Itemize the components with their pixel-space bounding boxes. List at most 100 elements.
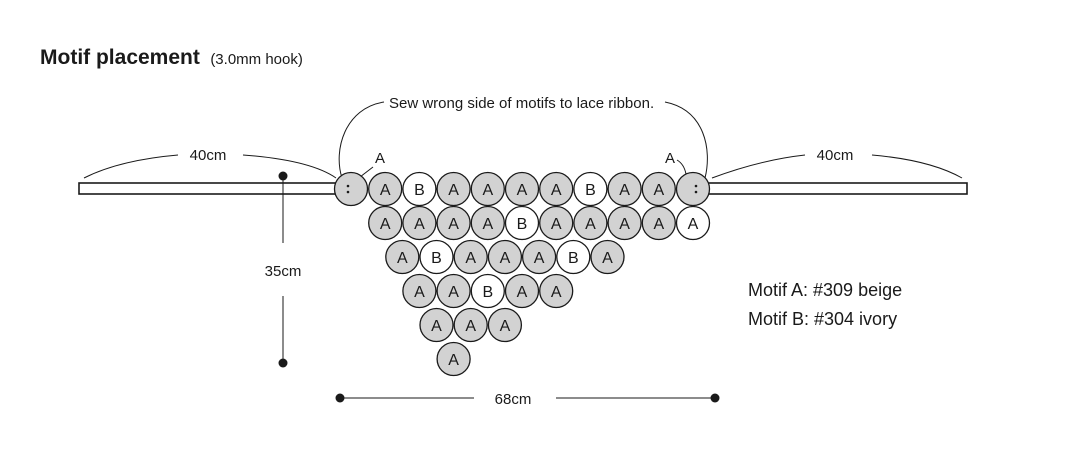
motif-label: B (414, 182, 425, 199)
motif-label: B (482, 284, 493, 301)
motif-a-r1-c3 (470, 205, 505, 241)
motif-a-r0-c3 (436, 171, 471, 207)
motif-label: A (414, 284, 425, 301)
motif-a-r4-c1 (453, 307, 488, 343)
motif-label: A (653, 216, 664, 233)
corner-stitch-mark (346, 184, 350, 188)
motif-b-r3-c2 (470, 273, 505, 309)
motif-a-r3-c0 (402, 273, 437, 309)
motif-label: A (448, 216, 459, 233)
motif-label: A (465, 250, 476, 267)
corner-leader-right (676, 159, 687, 175)
motif-label: A (465, 318, 476, 335)
note-arc-right (664, 101, 708, 179)
motif-label: A (551, 284, 562, 301)
hook-size-text: (3.0mm hook) (210, 51, 303, 68)
motif-label: A (397, 250, 408, 267)
motif-label: B (517, 216, 528, 233)
motif-label: A (448, 352, 459, 369)
motif-label: A (551, 182, 562, 199)
corner-label-right: A (665, 150, 675, 167)
corner-label-left: A (375, 150, 385, 167)
height-label: 35cm (265, 263, 302, 280)
height-dot-bottom (278, 358, 288, 368)
motif-a-r1-c6 (573, 205, 608, 241)
ribbon-left-arc-end (242, 154, 337, 179)
motif-label: A (688, 216, 699, 233)
motif-a-r3-c4 (539, 273, 574, 309)
motif-a-r2-c4 (521, 239, 557, 275)
motif-label: A (653, 182, 664, 199)
ribbon-left (78, 182, 340, 195)
motif-label: B (568, 250, 579, 267)
motif-label: A (500, 250, 511, 267)
motif-a-r0-c1 (368, 171, 403, 207)
motif-label: A (551, 216, 562, 233)
motif-a-r2-c3 (487, 239, 523, 275)
motif-label: B (431, 250, 442, 267)
motif-a-r0-c8 (607, 171, 642, 207)
motif-a-r4-c2 (487, 307, 523, 343)
motif-label: A (602, 250, 613, 267)
motif-a-r1-c2 (436, 205, 471, 241)
ribbon-left-arc-start (83, 154, 179, 179)
motif-corner-r0-c0 (333, 171, 369, 207)
motif-b-r0-c7 (573, 171, 608, 207)
motif-label: A (414, 216, 425, 233)
legend-motif-b: Motif B: #304 ivory (748, 309, 897, 329)
motif-label: A (431, 318, 442, 335)
legend-motif-a: Motif A: #309 beige (748, 280, 902, 300)
motif-a-r1-c8 (641, 205, 676, 241)
motif-a-r0-c4 (470, 171, 505, 207)
motif-label: A (585, 216, 596, 233)
motif-a-r2-c0 (385, 239, 420, 275)
ribbon-right-arc-end (871, 154, 963, 179)
motif-a-r4-c0 (419, 307, 454, 343)
motif-label: A (500, 318, 511, 335)
motif-label: A (619, 216, 630, 233)
ribbon-right-length: 40cm (817, 147, 854, 164)
ribbon-right-arc-start (711, 154, 806, 179)
motif-label: A (517, 182, 528, 199)
motif-a-r1-c7 (607, 205, 642, 241)
motif-label: A (517, 284, 528, 301)
motif-a-r1-c9 (675, 205, 711, 241)
corner-stitch-mark (694, 184, 698, 188)
motif-a-r1-c1 (402, 205, 437, 241)
motif-b-r2-c5 (556, 239, 591, 275)
motif-label: A (482, 216, 493, 233)
motif-b-r1-c4 (504, 205, 540, 241)
motif-a-r3-c3 (504, 273, 540, 309)
motif-corner-r0-c10 (675, 171, 711, 207)
diagram-title: Motif placement (3.0mm hook) (40, 46, 303, 69)
motif-a-r0-c9 (641, 171, 676, 207)
motif-b-r0-c2 (402, 171, 437, 207)
motif-label: A (380, 182, 391, 199)
note-arc-left (338, 101, 385, 179)
ribbon-right (706, 182, 968, 195)
motif-label: A (619, 182, 630, 199)
motif-a-r5-c0 (436, 341, 471, 377)
motif-a-r2-c2 (453, 239, 488, 275)
motif-a-r0-c6 (539, 171, 574, 207)
motif-label: A (482, 182, 493, 199)
ribbon-left-length: 40cm (190, 147, 227, 164)
motif-label: B (585, 182, 596, 199)
title-text: Motif placement (40, 46, 200, 69)
corner-leader-left (359, 166, 374, 178)
motif-a-r2-c6 (590, 239, 625, 275)
corner-stitch-mark (694, 190, 698, 194)
motif-a-r0-c5 (504, 171, 540, 207)
motif-a-r1-c5 (539, 205, 574, 241)
motif-label: A (448, 284, 459, 301)
motif-a-r3-c1 (436, 273, 471, 309)
width-label: 68cm (495, 391, 532, 408)
motif-label: A (380, 216, 391, 233)
motif-a-r1-c0 (368, 205, 403, 241)
motif-label: A (448, 182, 459, 199)
corner-stitch-mark (346, 190, 350, 194)
motif-label: A (534, 250, 545, 267)
width-dot-right (710, 393, 720, 403)
